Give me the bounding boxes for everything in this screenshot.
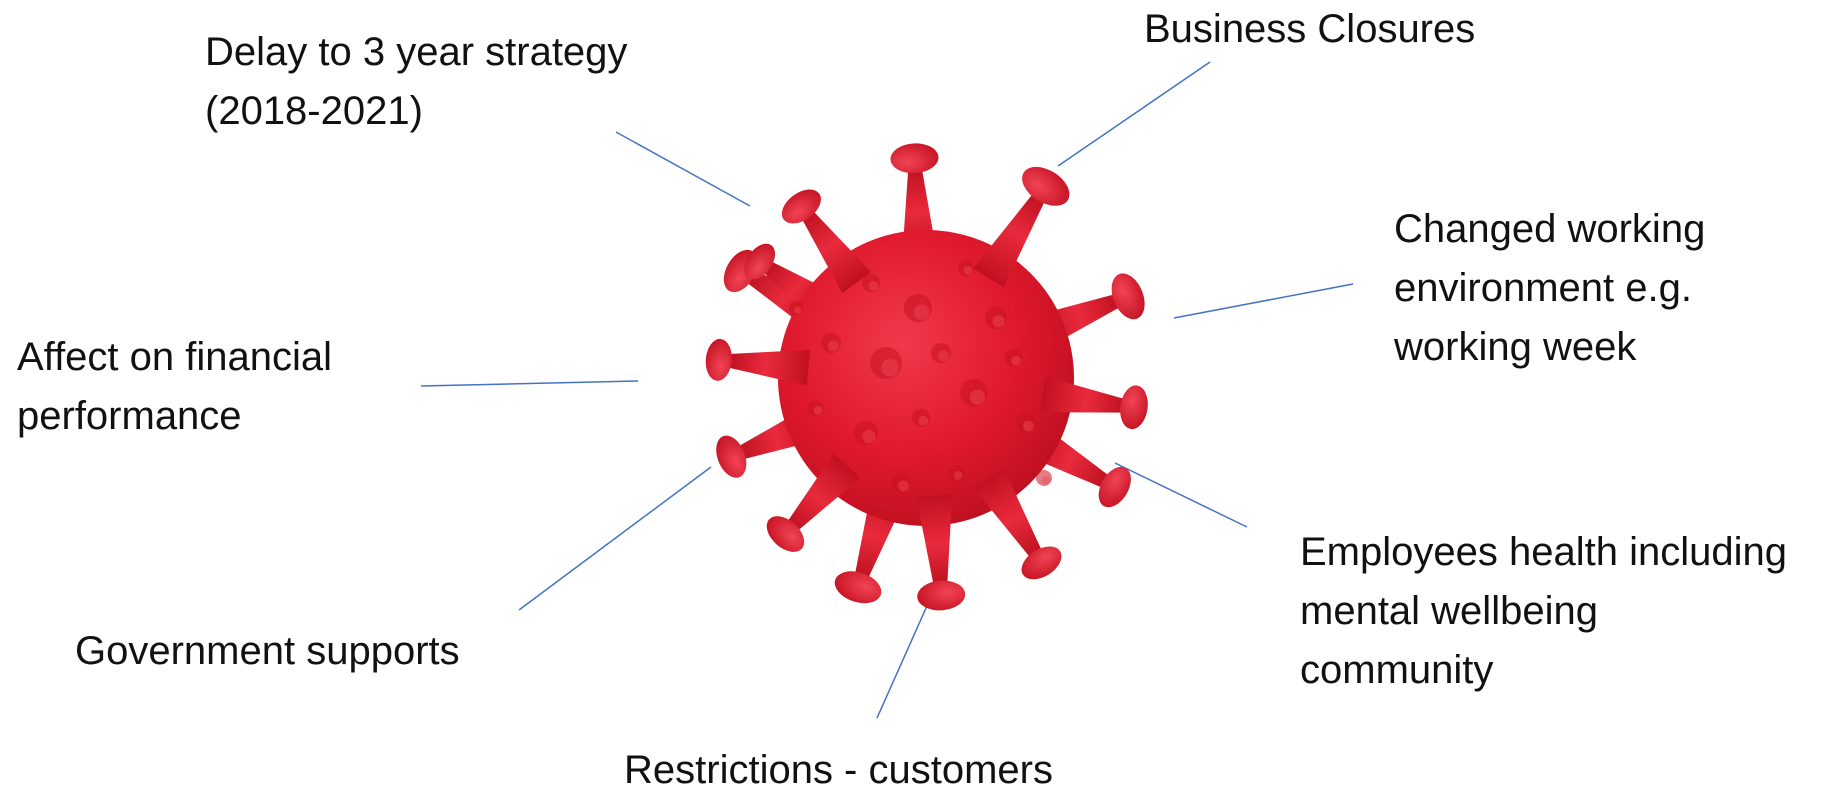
connector-delay-strategy	[615, 131, 751, 207]
virus-dimple	[948, 465, 964, 481]
virus-dimple-highlight	[828, 340, 839, 352]
virus-dimple-highlight	[1041, 476, 1051, 485]
label-changed-environment-line-2: environment e.g.	[1394, 266, 1692, 310]
virus-dimple	[821, 333, 841, 353]
label-business-closures: Business Closures	[1144, 0, 1475, 59]
connector-financial-performance	[420, 380, 639, 387]
connector-changed-environment	[1173, 283, 1354, 319]
virus-dimple-highlight	[813, 406, 823, 415]
label-employees-health-line-2: mental wellbeing	[1300, 589, 1598, 633]
label-employees-health-line-3: community	[1300, 648, 1494, 692]
virus-dimple	[789, 301, 803, 315]
label-delay-strategy-line-1: Delay to 3 year strategy	[205, 30, 628, 74]
connector-employees-health	[1114, 462, 1248, 528]
virus-dimple	[958, 260, 974, 276]
label-employees-health-line-1: Employees health including	[1300, 530, 1787, 574]
virus-dimple	[960, 379, 988, 407]
label-delay-strategy: Delay to 3 year strategy (2018-2021)	[205, 23, 627, 141]
virus-dimple	[862, 274, 880, 292]
connector-business-closures	[1057, 61, 1211, 167]
virus-dimple-highlight	[969, 389, 986, 405]
virus-spike	[781, 189, 872, 294]
label-financial-performance-line-2: performance	[17, 394, 242, 438]
virus-dimple-highlight	[793, 306, 802, 314]
virus-dimple-highlight	[1011, 355, 1022, 366]
virus-dimple-highlight	[881, 359, 899, 377]
virus-body	[778, 230, 1074, 526]
virus-dimple-highlight	[1023, 420, 1034, 432]
virus-spike	[973, 166, 1070, 288]
virus-dimple	[931, 343, 951, 363]
virus-dimple-highlight	[992, 315, 1005, 328]
virus-dimple	[891, 473, 911, 493]
label-changed-environment-line-3: working week	[1394, 325, 1637, 369]
virus-dimple	[1005, 349, 1023, 367]
virus-dimple	[1016, 413, 1036, 433]
virus-dimple-highlight	[938, 350, 949, 362]
label-government-supports-line-1: Government supports	[75, 629, 460, 673]
connector-lines	[420, 61, 1354, 719]
connector-government-supports	[518, 466, 712, 611]
virus-dimple	[904, 294, 932, 322]
virus-spike	[916, 494, 966, 611]
virus-spike	[1040, 376, 1148, 430]
virus-dimple-highlight	[913, 304, 930, 320]
virus-spike	[705, 338, 811, 386]
label-delay-strategy-line-2: (2018-2021)	[205, 89, 423, 133]
virus-dimple	[854, 421, 878, 445]
virus-dimple	[985, 307, 1007, 329]
virus-dimple-highlight	[953, 471, 963, 480]
virus-dimple	[1036, 470, 1052, 486]
virus-dimple-highlight	[868, 280, 879, 291]
virus-dimple-highlight	[963, 266, 973, 275]
virus-dimple	[808, 400, 824, 416]
label-financial-performance: Affect on financial performance	[17, 328, 332, 446]
label-government-supports: Government supports	[75, 622, 460, 681]
virus-dimple	[870, 347, 902, 379]
virus-dimple-highlight	[918, 415, 929, 426]
label-restrictions-customers-line-1: Restrictions - customers	[624, 748, 1053, 792]
virus-spike	[973, 468, 1062, 580]
label-changed-environment: Changed working environment e.g. working…	[1394, 200, 1705, 377]
label-business-closures-line-1: Business Closures	[1144, 7, 1476, 51]
virus-dimple	[912, 409, 930, 427]
virus-icon	[705, 143, 1148, 611]
virus-dimple-highlight	[862, 430, 876, 444]
label-financial-performance-line-1: Affect on financial	[17, 335, 333, 379]
label-changed-environment-line-1: Changed working	[1394, 207, 1706, 251]
label-restrictions-customers: Restrictions - customers	[624, 741, 1053, 800]
virus-spike	[766, 453, 861, 552]
virus-dimple-highlight	[898, 480, 909, 492]
label-employees-health: Employees health including mental wellbe…	[1300, 523, 1787, 700]
